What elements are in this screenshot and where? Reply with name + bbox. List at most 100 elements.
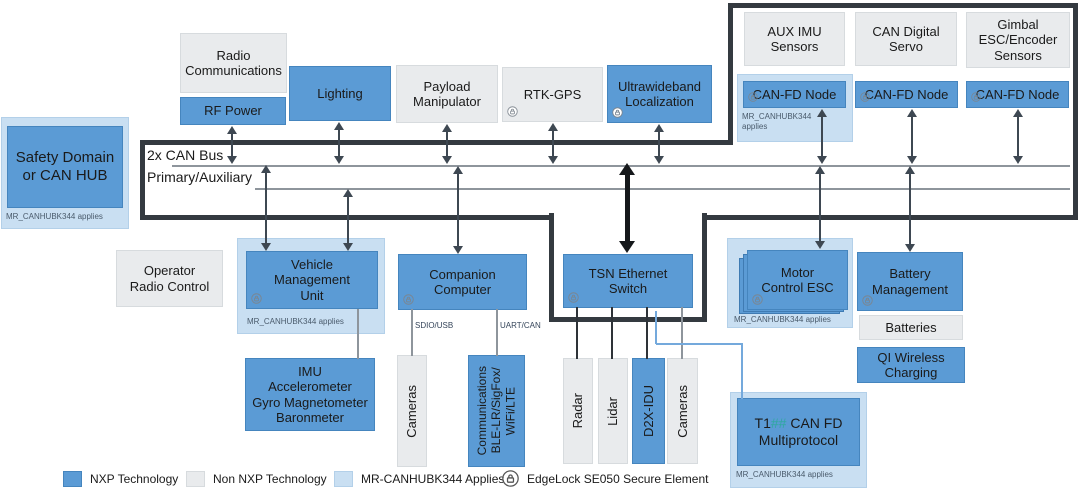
can-fd-node-note: MR_CANHUBK344 applies xyxy=(742,112,812,131)
arrowhead-up xyxy=(442,124,452,132)
arrowhead-up xyxy=(1013,109,1023,117)
bus-label-2: Primary/Auxiliary xyxy=(147,169,253,185)
connector-line xyxy=(656,343,743,345)
connector-line xyxy=(624,173,630,243)
arrowhead-up xyxy=(905,166,915,174)
d2x-idu-label: D2X-IDU xyxy=(640,384,656,437)
can-fd-node-label: CAN-FD Node xyxy=(975,86,1060,102)
secure-element-icon xyxy=(971,92,981,102)
batteries-box: Batteries xyxy=(859,315,963,340)
secure-element-icon xyxy=(251,293,262,304)
connector-line xyxy=(411,309,413,356)
vehicle-management-unit-box: Vehicle Management Unit xyxy=(246,251,378,309)
radar-box: Radar xyxy=(563,358,593,464)
can-fd-node-2: CAN-FD Node xyxy=(855,81,958,108)
legend-nxp-label: NXP Technology xyxy=(90,471,179,486)
arrowhead-down xyxy=(817,156,827,164)
companion-computer-label: Companion Computer xyxy=(429,266,496,297)
lighting-box: Lighting xyxy=(289,66,391,121)
arrowhead-up xyxy=(548,123,558,131)
communications-label: Communications BLE-LR/SigFox/ WiFi/LTE xyxy=(475,366,518,456)
arrowhead-up xyxy=(619,163,635,175)
arrowhead-down xyxy=(453,246,463,254)
can-fd-node-3: CAN-FD Node xyxy=(966,81,1069,108)
connector-line xyxy=(658,130,660,158)
arrowhead-up xyxy=(343,189,353,197)
connector-line xyxy=(338,128,340,158)
can-digital-servo-box: CAN Digital Servo xyxy=(855,12,957,66)
secure-element-icon xyxy=(403,294,414,305)
secure-element-icon xyxy=(507,106,518,117)
vmu-note: MR_CANHUBK344 applies xyxy=(247,317,344,326)
secure-element-icon xyxy=(862,295,873,306)
arrowhead-up xyxy=(227,126,237,134)
radar-label: Radar xyxy=(570,393,586,429)
t1-hash: ## xyxy=(770,415,787,432)
arrowhead-up xyxy=(817,109,827,117)
connector-line xyxy=(819,172,821,243)
vmu-label: Vehicle Management Unit xyxy=(274,257,350,303)
nxp-color-swatch xyxy=(63,470,82,487)
legend-item-edgelock: EdgeLock SE050 Secure Element xyxy=(502,469,708,488)
connector-line xyxy=(496,309,498,356)
bus-label-1: 2x CAN Bus xyxy=(147,147,224,163)
arrowhead-down xyxy=(654,156,664,164)
arrowhead-down xyxy=(619,241,635,253)
secure-element-icon xyxy=(612,107,623,118)
can-fd-node-label: CAN-FD Node xyxy=(864,86,949,102)
t1-note: MR_CANHUBK344 applies xyxy=(736,470,833,479)
t1-can-fd-multiprotocol-box: T1## CAN FD Multiprotocol xyxy=(737,398,860,466)
connector-line xyxy=(347,195,349,245)
legend-non-nxp-label: Non NXP Technology xyxy=(213,471,327,486)
motor-control-esc-label: Motor Control ESC xyxy=(761,264,834,295)
connector-line xyxy=(655,311,657,344)
imu-sensors-box: IMU Accelerometer Gyro Magnetometer Baro… xyxy=(245,358,375,431)
rtk-gps-box: RTK-GPS xyxy=(502,67,603,122)
battery-management-box: Battery Management xyxy=(857,252,963,311)
connector-line xyxy=(1017,115,1019,158)
non-nxp-color-swatch xyxy=(186,470,205,487)
ultrawideband-label: Ultrawideband Localization xyxy=(617,78,702,109)
cameras-box-right: Cameras xyxy=(667,358,698,464)
connector-line xyxy=(821,115,823,158)
connector-line xyxy=(681,307,683,359)
companion-computer-box: Companion Computer xyxy=(398,254,527,310)
communications-box: Communications BLE-LR/SigFox/ WiFi/LTE xyxy=(468,355,525,467)
mr-canhubk344-color-swatch xyxy=(334,470,353,487)
ultrawideband-box: Ultrawideband Localization xyxy=(607,65,712,123)
radio-communications-box: Radio Communications xyxy=(180,33,287,93)
arrowhead-down xyxy=(548,156,558,164)
connector-line xyxy=(552,129,554,158)
arrowhead-up xyxy=(261,165,271,173)
arrowhead-down xyxy=(815,241,825,249)
safety-domain-box: Safety Domain or CAN HUB xyxy=(7,126,123,208)
connector-line xyxy=(911,115,913,158)
arrowhead-down xyxy=(907,156,917,164)
connector-line xyxy=(576,307,578,359)
secure-element-icon xyxy=(752,294,763,305)
secure-element-icon xyxy=(860,92,870,102)
connector-line xyxy=(909,172,911,246)
d2x-idu-box: D2X-IDU xyxy=(632,358,665,464)
gimbal-esc-encoder-box: Gimbal ESC/Encoder Sensors xyxy=(966,12,1070,68)
payload-manipulator-box: Payload Manipulator xyxy=(396,65,498,123)
cameras-label: Cameras xyxy=(674,384,690,438)
legend-item-mr-canhubk344: MR-CANHUBK344 Applies xyxy=(334,469,504,488)
rf-power-box: RF Power xyxy=(180,97,286,125)
motor-esc-note: MR_CANHUBK344 applies xyxy=(734,315,831,324)
uart-can-port-label: UART/CAN xyxy=(500,321,541,330)
can-bus-enclosure-top-edge xyxy=(140,140,733,145)
connector-line xyxy=(646,307,648,359)
arrowhead-down xyxy=(261,243,271,251)
lidar-box: Lidar xyxy=(598,358,628,464)
can-fd-node-1: CAN-FD Node xyxy=(743,81,846,108)
tsn-ethernet-switch-box: TSN Ethernet Switch xyxy=(563,254,693,308)
arrowhead-down xyxy=(905,244,915,252)
connector-line xyxy=(231,132,233,158)
lidar-label: Lidar xyxy=(605,396,621,426)
arrowhead-down xyxy=(334,156,344,164)
qi-wireless-charging-box: QI Wireless Charging xyxy=(857,347,965,383)
legend-item-nxp: NXP Technology xyxy=(63,469,178,488)
arrowhead-down xyxy=(343,243,353,251)
legend-mr-label: MR-CANHUBK344 Applies xyxy=(361,471,505,486)
